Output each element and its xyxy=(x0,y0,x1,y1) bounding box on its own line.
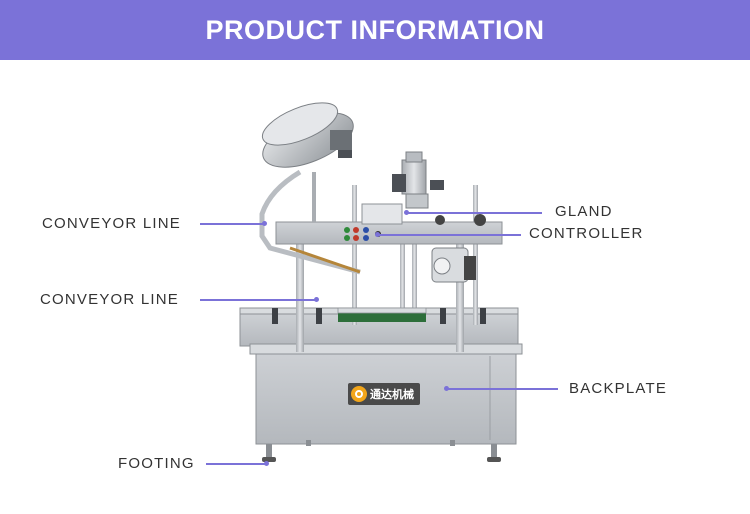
cap-chute xyxy=(259,169,361,275)
cap-sorting-bowl xyxy=(261,102,354,168)
label-controller: CONTROLLER xyxy=(529,225,644,242)
header-banner: PRODUCT INFORMATION xyxy=(0,0,750,60)
brand-name: 通达机械 xyxy=(370,388,414,401)
callout-dot-gland xyxy=(404,210,409,215)
control-crossbar xyxy=(275,221,503,245)
label-gland: GLAND xyxy=(555,203,613,220)
callout-dot-conveyor-bottom xyxy=(314,297,319,302)
brand-logo-icon xyxy=(351,386,367,402)
callout-line-backplate xyxy=(448,388,558,390)
page-title: PRODUCT INFORMATION xyxy=(205,14,545,45)
callout-dot-backplate xyxy=(444,386,449,391)
motor xyxy=(392,151,444,209)
column-left xyxy=(296,240,304,352)
conveyor-plate xyxy=(338,312,426,322)
footing-feet xyxy=(262,440,501,462)
callout-line-conveyor-bottom xyxy=(200,299,316,301)
callout-line-footing xyxy=(206,463,266,465)
brand-plate: 通达机械 xyxy=(348,383,420,405)
column-right xyxy=(456,240,464,352)
label-conveyor-line-top: CONVEYOR LINE xyxy=(42,215,181,232)
label-conveyor-line-bottom: CONVEYOR LINE xyxy=(40,291,179,308)
callout-line-controller xyxy=(379,234,521,236)
label-footing: FOOTING xyxy=(118,455,195,472)
callout-dot-controller xyxy=(375,232,380,237)
label-backplate: BACKPLATE xyxy=(569,380,668,397)
callout-dot-conveyor-top xyxy=(262,221,267,226)
callout-line-conveyor-top xyxy=(200,223,264,225)
callout-line-gland xyxy=(408,212,542,214)
callout-dot-footing xyxy=(264,461,269,466)
